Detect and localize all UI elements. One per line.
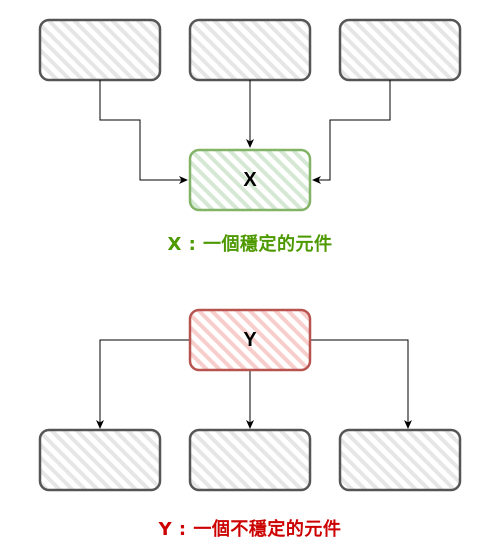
arrow-y-to-right	[310, 339, 412, 429]
unstable-dependency-box-right	[338, 428, 462, 492]
stable-dependent-box-right	[338, 18, 462, 82]
arrow-y-to-left	[96, 339, 190, 429]
stable-component-x-label: X	[243, 169, 257, 191]
arrow-right-to-x	[312, 80, 391, 184]
unstable-dependency-box-left	[38, 428, 162, 492]
stable-diagram: X	[38, 18, 462, 212]
unstable-component-caption: Y : 一個不穩定的元件	[158, 519, 342, 540]
unstable-component-y-box	[188, 308, 312, 372]
stable-component-x-box	[188, 148, 312, 212]
unstable-component-y-label: Y	[243, 329, 257, 351]
unstable-diagram: Y	[38, 308, 462, 492]
stable-dependent-box-center	[188, 18, 312, 82]
arrow-left-to-x	[99, 80, 188, 184]
stable-dependent-box-left	[38, 18, 162, 82]
unstable-dependency-box-center	[188, 428, 312, 492]
stable-component-caption: X : 一個穩定的元件	[167, 234, 333, 255]
